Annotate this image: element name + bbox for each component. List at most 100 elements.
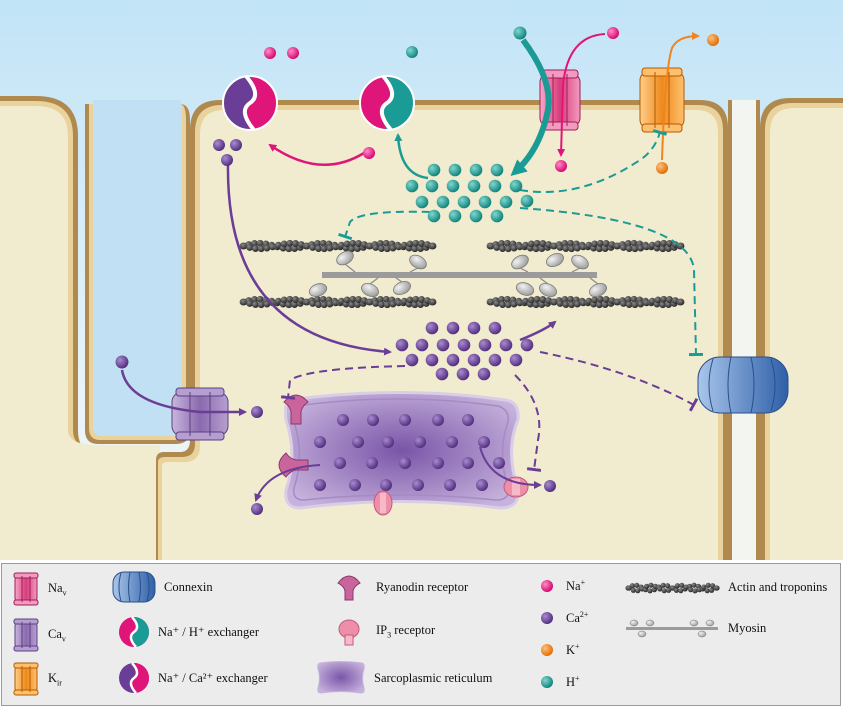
h-ion: [446, 179, 460, 193]
actin-filament-icon: [625, 582, 720, 593]
ip3-receptor-icon: [338, 619, 360, 646]
legend-k-ion: K+: [540, 642, 580, 658]
na-ion: [287, 47, 299, 59]
legend-connexin-label: Connexin: [164, 579, 213, 594]
legend-cav-label: Ca: [48, 626, 62, 641]
sr-ca-ion: [314, 479, 326, 491]
sarcoplasmic-reticulum-icon: [317, 661, 365, 694]
sr-ca-ion: [444, 479, 456, 491]
sr-ca-ion: [399, 457, 411, 469]
legend-h-label: H: [566, 675, 576, 690]
ca-ion: [446, 353, 460, 367]
k-ion-icon: [541, 644, 553, 657]
ncx-calcium-efflux-arrow: [226, 164, 392, 356]
myosin-head: [589, 282, 607, 298]
ca-ion: [509, 353, 523, 367]
legend-ncx: Na⁺ / Ca²⁺ exchanger: [118, 662, 268, 694]
actin-filament-top: [239, 239, 685, 253]
na-h-exchanger: [359, 74, 415, 132]
legend-na-label: Na: [566, 579, 581, 594]
calcium-to-filament-arrow: [519, 320, 557, 342]
sr-ca-ion: [314, 436, 326, 448]
connexin: [697, 356, 789, 414]
na-ion: [607, 27, 619, 39]
legend-myosin: Myosin: [624, 616, 766, 640]
ca-ion: [115, 355, 129, 369]
ca-ion: [425, 321, 439, 335]
nhe-proton-arrow: [394, 133, 429, 180]
cav-channel: [171, 387, 229, 441]
h-inhibits-filament: [338, 210, 431, 241]
legend-cav: Cav: [12, 618, 66, 652]
legend-ryanodine-label: Ryanodin receptor: [376, 579, 469, 594]
h-inhibits-kir: [519, 129, 668, 193]
legend-actin-label: Actin and troponins: [728, 580, 828, 594]
h-ion: [509, 179, 523, 193]
na-ca-exchanger: [222, 74, 278, 132]
ca-ion: [488, 353, 502, 367]
sr-ca-ion: [334, 457, 346, 469]
legend-nav: Nav: [12, 572, 67, 606]
h-ion: [478, 195, 492, 209]
h-ion: [513, 26, 527, 40]
myosin-filament: [308, 250, 607, 298]
connexin-icon: [112, 571, 156, 603]
ca-ion: [436, 338, 450, 352]
ca-ion: [477, 367, 491, 381]
h-ion: [469, 163, 483, 177]
sr-ca-ion: [478, 436, 490, 448]
sr-ca-ion: [399, 414, 411, 426]
myosin-head: [361, 282, 379, 298]
ca-ion: [395, 338, 409, 352]
h-ion: [467, 179, 481, 193]
ca-ion: [467, 321, 481, 335]
ca-ion: [457, 338, 471, 352]
sr-ca-ion: [382, 436, 394, 448]
ca-ion: [221, 154, 233, 166]
legend-myosin-label: Myosin: [728, 620, 767, 635]
h-ion: [488, 179, 502, 193]
h-ion: [490, 163, 504, 177]
k-ion: [707, 34, 719, 46]
proton-influx-arrow: [510, 38, 552, 176]
h-ion: [436, 195, 450, 209]
sr-ca-ion: [493, 457, 505, 469]
h-ion: [457, 195, 471, 209]
left-cell-cytoplasm: [0, 106, 160, 560]
myosin-head: [546, 252, 564, 268]
legend-ip3-sub: 3: [387, 630, 392, 640]
sr-ca-ion: [352, 436, 364, 448]
legend-sr-label: Sarcoplasmic reticulum: [374, 670, 493, 685]
flux-arrows: [120, 32, 704, 502]
legend-k-sup: +: [575, 642, 580, 651]
legend-k-label: K: [566, 643, 576, 658]
sr-ca-ion: [432, 457, 444, 469]
sarcomere: [239, 239, 685, 309]
ca-ion-icon: [541, 612, 553, 625]
sr-ca-ion: [337, 414, 349, 426]
ca-ion: [251, 406, 263, 418]
k-ion: [656, 162, 668, 174]
ca-ion: [251, 503, 263, 515]
legend-cav-sub: v: [61, 634, 66, 644]
h-ion: [499, 195, 513, 209]
ca-ion: [230, 139, 242, 151]
ryanodine-receptor-icon: [337, 575, 361, 601]
ryanodine-receptor-top: [283, 394, 309, 425]
sr-calcium-ions: [314, 414, 505, 491]
ca-ion: [446, 321, 460, 335]
right-cell-cytoplasm: [770, 108, 843, 560]
legend-ca-sup: 2+: [579, 610, 589, 619]
legend-ip3-label: IP: [376, 622, 388, 637]
ca-ion: [544, 480, 556, 492]
myosin-head: [336, 250, 354, 266]
h-ion: [448, 163, 462, 177]
myosin-head: [511, 254, 529, 270]
h-ion-icon: [541, 676, 553, 689]
na-ca-exchanger-icon: [119, 662, 149, 694]
sr-ca-ion: [367, 414, 379, 426]
myosin-head: [409, 254, 427, 270]
ca-ion: [213, 139, 225, 151]
nav-sodium-influx-arrow: [557, 33, 606, 157]
